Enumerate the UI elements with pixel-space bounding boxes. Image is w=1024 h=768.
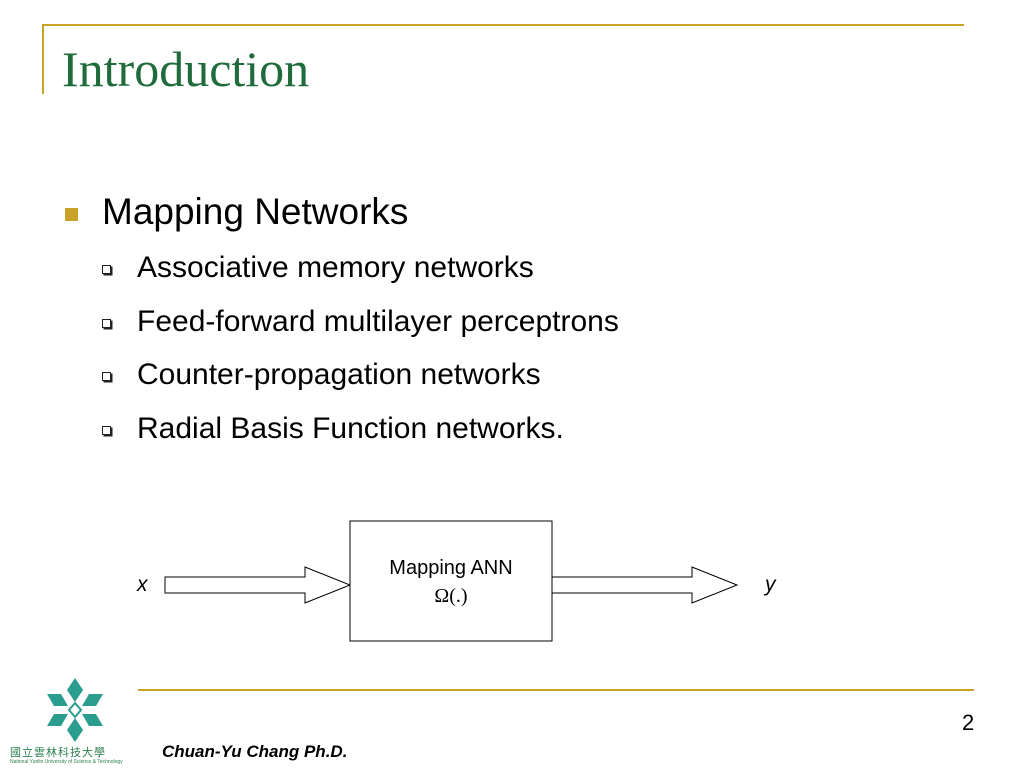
- sub-bullet-text: Counter-propagation networks: [137, 358, 541, 391]
- left-frame-line: [42, 24, 44, 94]
- hollow-square-bullet-icon: [102, 426, 111, 435]
- hollow-square-bullet-icon: [102, 372, 111, 381]
- square-bullet-icon: [65, 208, 78, 221]
- output-label: y: [765, 573, 776, 596]
- sub-bullet-text: Feed-forward multilayer perceptrons: [137, 305, 619, 338]
- author-name: Chuan-Yu Chang Ph.D.: [162, 742, 348, 761]
- logo-subcaption: National Yunlin University of Science & …: [10, 759, 123, 765]
- top-frame-line: [42, 24, 964, 26]
- sub-bullet-text: Associative memory networks: [137, 251, 534, 284]
- input-arrow: [164, 566, 352, 604]
- hollow-square-bullet-icon: [102, 319, 111, 328]
- university-logo-icon: [47, 678, 103, 742]
- slide-title: Introduction: [62, 41, 310, 97]
- box-label-line1: Mapping ANN: [389, 557, 513, 579]
- sub-bullet-text: Radial Basis Function networks.: [137, 412, 564, 445]
- logo-caption: 國立雲林科技大學: [10, 746, 106, 759]
- output-arrow: [551, 566, 739, 604]
- hollow-square-bullet-icon: [102, 265, 111, 274]
- mapping-ann-box: [349, 520, 553, 642]
- page-number: 2: [962, 710, 975, 735]
- input-label: x: [137, 573, 148, 596]
- box-label-line2: Ω(.): [434, 585, 468, 607]
- main-bullet-text: Mapping Networks: [102, 191, 409, 232]
- footer-line: [138, 689, 974, 691]
